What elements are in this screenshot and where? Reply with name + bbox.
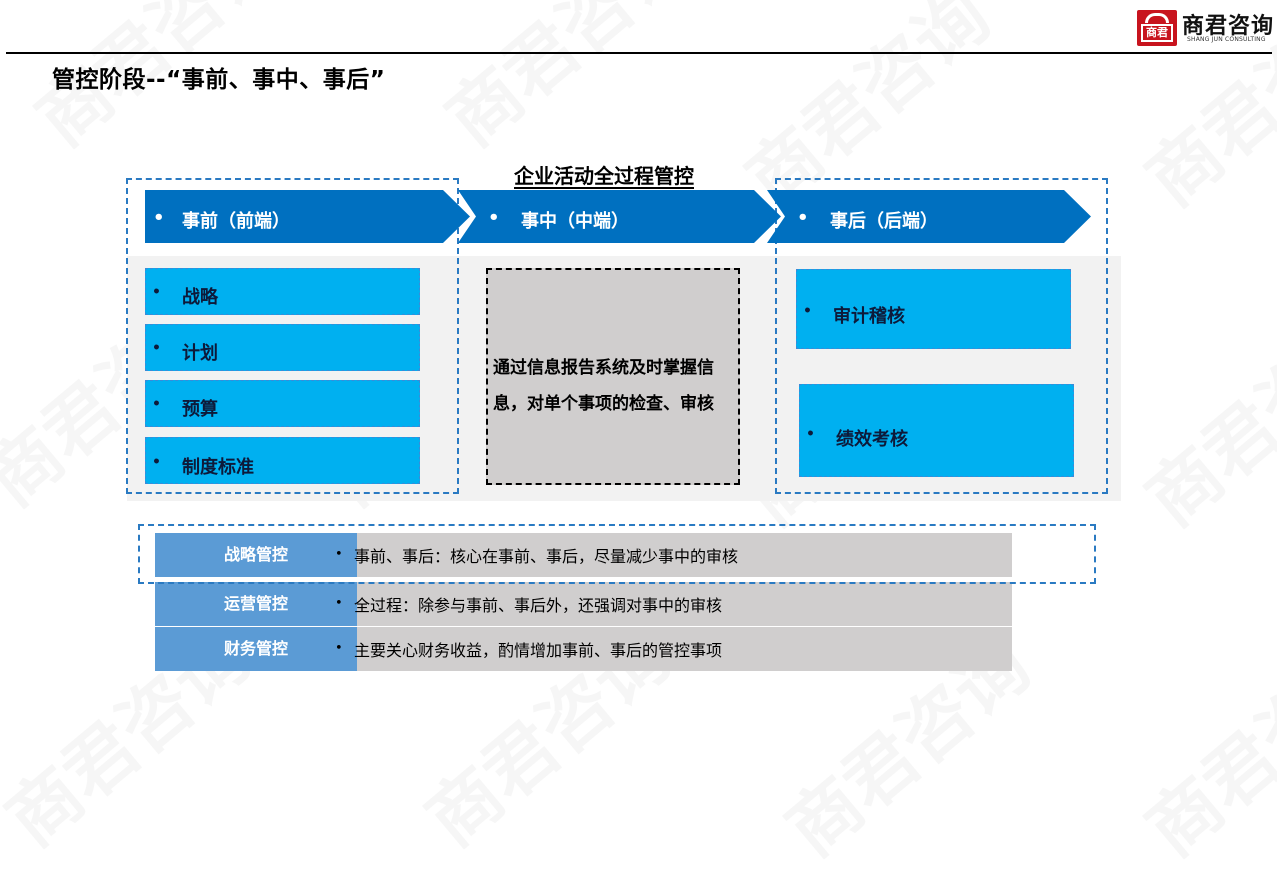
watermark: 商君咨询: [420, 0, 708, 165]
post-stage-outline: [775, 178, 1108, 494]
post-item-audit: • 审计稽核: [796, 269, 1071, 349]
stage-mid: • 事中（中端）: [458, 190, 781, 243]
stage-post-label: 事后（后端）: [830, 211, 938, 232]
watermark: 商君咨询: [1120, 280, 1277, 546]
stage-pre-label: 事前（前端）: [182, 211, 290, 232]
stage-post: • 事后（后端）: [767, 190, 1091, 243]
control-type-desc: • 事前、事后：核心在事前、事后，尽量减少事中的审核: [335, 533, 1012, 577]
control-type-label: 运营管控: [155, 582, 357, 626]
diagram-title: 企业活动全过程管控: [514, 164, 694, 188]
highlight-outline: [138, 524, 1096, 584]
pre-stage-outline: [126, 178, 459, 494]
mid-stage-text: 通过信息报告系统及时掌握信息，对单个事项的检查、审核: [493, 358, 714, 414]
chevron-arrow: [767, 190, 1091, 243]
header-divider: [6, 52, 1272, 54]
brand-logo: 商君 商君咨询 SHANG JUN CONSULTING: [1137, 6, 1277, 48]
stage-mid-label: 事中（中端）: [521, 211, 629, 232]
watermark: 商君咨询: [1120, 610, 1277, 875]
logo-name-en: SHANG JUN CONSULTING: [1187, 36, 1266, 43]
control-type-label: 战略管控: [155, 533, 357, 577]
seal-icon: 商君: [1137, 10, 1177, 46]
control-type-label: 财务管控: [155, 627, 357, 671]
logo-name: 商君咨询: [1182, 13, 1275, 39]
control-type-desc: • 全过程：除参与事前、事后外，还强调对事中的审核: [335, 582, 1012, 626]
pre-item-standards: • 制度标准: [145, 437, 420, 484]
post-item-performance: • 绩效考核: [799, 384, 1074, 477]
pre-item-budget: • 预算: [145, 380, 420, 427]
stage-bullet: •: [153, 207, 165, 228]
pre-item-plan: • 计划: [145, 324, 420, 371]
chevron-arrow: [458, 190, 781, 243]
pre-item-strategy: • 战略: [145, 268, 420, 315]
stage-bullet: •: [797, 207, 809, 228]
stage-bullet: •: [488, 207, 500, 228]
stage-pre: • 事前（前端）: [145, 190, 470, 243]
control-type-desc: • 主要关心财务收益，酌情增加事前、事后的管控事项: [335, 627, 1012, 671]
mid-stage-box: 通过信息报告系统及时掌握信息，对单个事项的检查、审核: [486, 268, 740, 485]
page-title: 管控阶段--“事前、事中、事后”: [52, 67, 386, 93]
chevron-arrow: [145, 190, 470, 243]
